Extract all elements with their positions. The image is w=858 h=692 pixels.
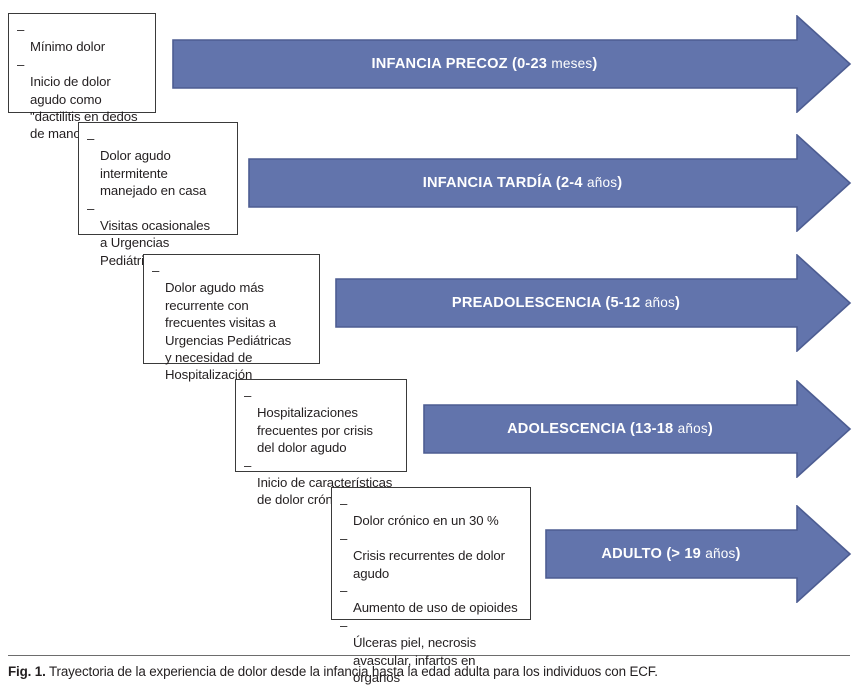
- note-list: –Dolor crónico en un 30 % –Crisis recurr…: [340, 495, 522, 686]
- figure-caption-label: Fig. 1.: [8, 664, 46, 679]
- note-item: –Dolor agudo intermitente manejado en ca…: [87, 130, 229, 200]
- arrow-shape-icon: [248, 134, 852, 232]
- note-item: –Dolor crónico en un 30 %: [340, 495, 522, 530]
- bullet-dash-icon: –: [340, 496, 348, 511]
- bullet-dash-icon: –: [17, 56, 25, 72]
- figure-caption-text: Trayectoria de la experiencia de dolor d…: [48, 664, 658, 679]
- note-item: –Aumento de uso de opioides: [340, 582, 522, 617]
- note-item: –Mínimo dolor: [17, 21, 147, 56]
- bullet-dash-icon: –: [17, 22, 25, 37]
- note-box-infancia-precoz: –Mínimo dolor –Inicio de dolor agudo com…: [8, 13, 156, 141]
- bullet-dash-icon: –: [340, 530, 348, 546]
- note-text: Dolor agudo intermitente manejado en cas…: [100, 148, 207, 199]
- bullet-dash-icon: –: [244, 388, 252, 403]
- note-box-preadolescencia: –Dolor agudo más recurrente con frecuent…: [143, 254, 320, 382]
- note-text: Dolor crónico en un 30 %: [353, 513, 499, 529]
- stage-arrow-infancia-tardia: INFANCIA TARDÍA (2-4 años): [248, 134, 852, 232]
- arrow-shape-icon: [335, 254, 852, 352]
- note-item: –Úlceras piel, necrosis avascular, infar…: [340, 617, 522, 687]
- arrow-shape-icon: [545, 505, 852, 603]
- note-text: Hospitalizaciones frecuentes por crisis …: [257, 405, 373, 456]
- note-item: –Visitas ocasionales a Urgencias Pediátr…: [87, 200, 229, 270]
- bullet-dash-icon: –: [87, 200, 95, 216]
- note-text: Dolor agudo más recurrente con frecuente…: [165, 280, 292, 383]
- note-text: Aumento de uso de opioides: [353, 600, 518, 616]
- stage-arrow-preadolescencia: PREADOLESCENCIA (5-12 años): [335, 254, 852, 352]
- arrow-shape-icon: [423, 380, 852, 478]
- bullet-dash-icon: –: [152, 263, 160, 278]
- bullet-dash-icon: –: [87, 131, 95, 146]
- bullet-dash-icon: –: [340, 583, 348, 599]
- stage-arrow-infancia-precoz: INFANCIA PRECOZ (0-23 meses): [172, 15, 852, 113]
- arrow-shape-icon: [172, 15, 852, 113]
- note-box-adolescencia: –Hospitalizaciones frecuentes por crisis…: [235, 379, 407, 507]
- note-list: –Dolor agudo intermitente manejado en ca…: [87, 130, 229, 269]
- note-box-adulto: –Dolor crónico en un 30 % –Crisis recurr…: [331, 487, 531, 685]
- figure-caption: Fig. 1. Trayectoria de la experiencia de…: [8, 663, 853, 680]
- bullet-dash-icon: –: [340, 617, 348, 633]
- note-text: Úlceras piel, necrosis avascular, infart…: [353, 635, 477, 686]
- note-text: Visitas ocasionales a Urgencias Pediátri…: [100, 218, 211, 268]
- note-item: –Dolor agudo más recurrente con frecuent…: [152, 262, 311, 384]
- stage-arrow-adolescencia: ADOLESCENCIA (13-18 años): [423, 380, 852, 478]
- note-text: Mínimo dolor: [30, 39, 106, 55]
- note-list: –Dolor agudo más recurrente con frecuent…: [152, 262, 311, 384]
- note-item: –Crisis recurrentes de dolor agudo: [340, 530, 522, 582]
- note-box-infancia-tardia: –Dolor agudo intermitente manejado en ca…: [78, 122, 238, 268]
- bullet-dash-icon: –: [244, 457, 252, 473]
- caption-divider: [8, 655, 850, 656]
- note-item: –Hospitalizaciones frecuentes por crisis…: [244, 387, 398, 457]
- stage-arrow-adulto: ADULTO (> 19 años): [545, 505, 852, 603]
- note-text: Crisis recurrentes de dolor agudo: [353, 548, 505, 581]
